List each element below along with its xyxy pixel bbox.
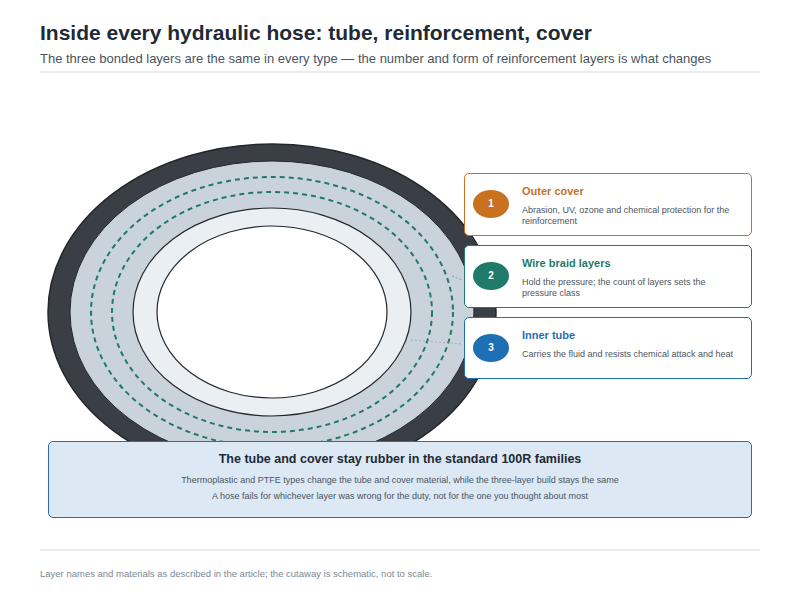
box-heading: Outer cover	[522, 185, 743, 199]
box-heading: The tube and cover stay rubber in the st…	[61, 452, 739, 468]
box-heading: Inner tube	[522, 329, 743, 343]
leader-line	[411, 340, 462, 344]
subtitle: The three bonded layers are the same in …	[40, 51, 790, 67]
footer-rule	[40, 550, 760, 551]
wire-braid-ring	[91, 177, 453, 447]
caption: Layer names and materials as described i…	[40, 568, 780, 579]
box-text: A hose fails for whichever layer was wro…	[61, 491, 739, 502]
box-text: Hold the pressure; the count of layers s…	[522, 277, 743, 300]
title: Inside every hydraulic hose: tube, reinf…	[40, 21, 780, 45]
callout-number: 1	[473, 190, 509, 218]
header-rule	[40, 72, 760, 73]
reinforcement-layer	[70, 161, 474, 463]
callout-number: 3	[473, 334, 509, 362]
note-box: The tube and cover stay rubber in the st…	[48, 441, 752, 518]
leader-line	[452, 276, 462, 280]
callout-number: 2	[473, 262, 509, 290]
hose-bore	[157, 226, 387, 398]
box-text: Thermoplastic and PTFE types change the …	[61, 475, 739, 486]
box-text: Abrasion, UV, ozone and chemical protect…	[522, 205, 743, 228]
inner-tube-layer	[133, 208, 411, 416]
box-heading: Wire braid layers	[522, 257, 743, 271]
outer-cover-layer	[48, 144, 496, 480]
wire-braid-ring	[112, 192, 432, 432]
box-text: Carries the fluid and resists chemical a…	[522, 349, 743, 360]
